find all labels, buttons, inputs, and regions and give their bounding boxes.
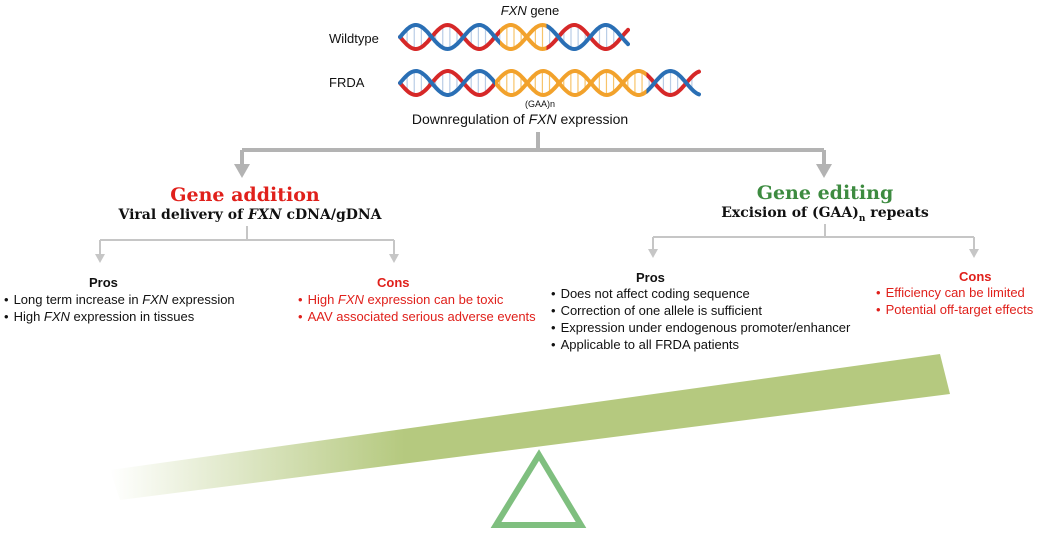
frda-label: FRDA (329, 75, 365, 90)
editing-pros-label: Pros (636, 270, 665, 285)
downreg-suffix: expression (556, 111, 629, 127)
arrow-editing-cons (969, 249, 979, 258)
item-suffix: expression in tissues (69, 309, 195, 324)
editing-sub-subscript: n (858, 213, 866, 224)
editing-cons-label: Cons (959, 269, 992, 284)
list-item: Does not affect coding sequence (551, 285, 850, 302)
list-item: Potential off-target effects (876, 301, 1034, 318)
arrow-editing-pros (648, 249, 658, 258)
gene-addition-subtitle: Viral delivery of FXN cDNA/gDNA (100, 207, 400, 223)
item-suffix: expression (168, 292, 235, 307)
addition-pros-list: Long term increase in FXN expression Hig… (4, 291, 235, 325)
list-item: High FXN expression can be toxic (298, 291, 536, 308)
list-item: High FXN expression in tissues (4, 308, 235, 325)
arrow-to-addition (234, 164, 250, 178)
balance-beam (110, 354, 950, 500)
item-prefix: AAV associated serious adverse events (307, 309, 536, 324)
gene-title-rest: gene (526, 3, 560, 18)
editing-pros-list: Does not affect coding sequence Correcti… (551, 285, 851, 353)
arrow-addition-cons (389, 254, 399, 263)
addition-sub-prefix: Viral delivery of (118, 207, 249, 223)
item-prefix: High (13, 309, 44, 324)
item-prefix: High (307, 292, 338, 307)
downreg-prefix: Downregulation of (411, 111, 529, 127)
editing-sub-suffix: repeats (865, 205, 929, 221)
fulcrum-icon (490, 449, 587, 528)
item-suffix: expression can be toxic (363, 292, 504, 307)
item-prefix: Long term increase in (13, 292, 143, 307)
list-item: Applicable to all FRDA patients (551, 336, 850, 353)
list-item: Efficiency can be limited (876, 284, 1033, 301)
item-italic: FXN (142, 292, 169, 307)
wildtype-dna-icon (398, 22, 630, 52)
downregulation-text: Downregulation of FXN expression (370, 111, 670, 128)
repeat-label: (GAA)n (525, 99, 556, 109)
addition-sub-italic: FXN (248, 207, 282, 223)
addition-cons-label: Cons (377, 275, 410, 290)
gene-title-italic: FXN (500, 3, 527, 18)
list-item: Long term increase in FXN expression (4, 291, 235, 308)
item-italic: FXN (337, 292, 364, 307)
item-italic: FXN (43, 309, 70, 324)
gene-addition-heading: Gene addition (170, 184, 320, 206)
gene-title: FXN gene (470, 2, 590, 19)
wildtype-label: Wildtype (329, 31, 379, 46)
list-item: Expression under endogenous promoter/enh… (551, 319, 851, 336)
arrow-addition-pros (95, 254, 105, 263)
addition-cons-list: High FXN expression can be toxic AAV ass… (298, 291, 536, 325)
editing-cons-list: Efficiency can be limited Potential off-… (876, 284, 1034, 318)
addition-pros-label: Pros (89, 275, 118, 290)
gene-editing-heading: Gene editing (756, 182, 894, 204)
gene-editing-subtitle: Excision of (GAA)n repeats (690, 205, 960, 224)
arrow-to-editing (816, 164, 832, 178)
list-item: AAV associated serious adverse events (298, 308, 536, 325)
frda-dna-icon (398, 68, 701, 98)
downreg-italic: FXN (528, 111, 557, 127)
list-item: Correction of one allele is sufficient (551, 302, 850, 319)
editing-sub-prefix: Excision of (GAA) (721, 205, 859, 221)
addition-sub-suffix: cDNA/gDNA (281, 207, 382, 223)
